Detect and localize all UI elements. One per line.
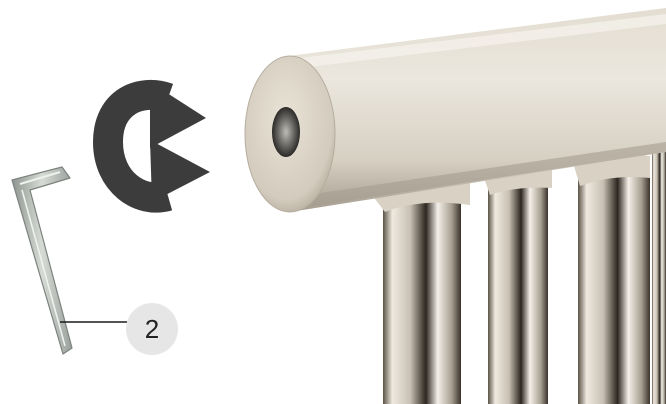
callout-circle — [126, 303, 178, 355]
rotate-arrow-icon — [92, 79, 210, 213]
vertical-bar — [383, 185, 461, 404]
top-rail-pipe — [244, 8, 666, 213]
vertical-bar — [652, 150, 666, 404]
vertical-bar — [578, 160, 650, 404]
vertical-bar — [488, 172, 548, 404]
callout-number: 2 — [144, 313, 160, 344]
grub-screw-hole — [272, 107, 300, 157]
allen-key-icon — [11, 166, 73, 355]
